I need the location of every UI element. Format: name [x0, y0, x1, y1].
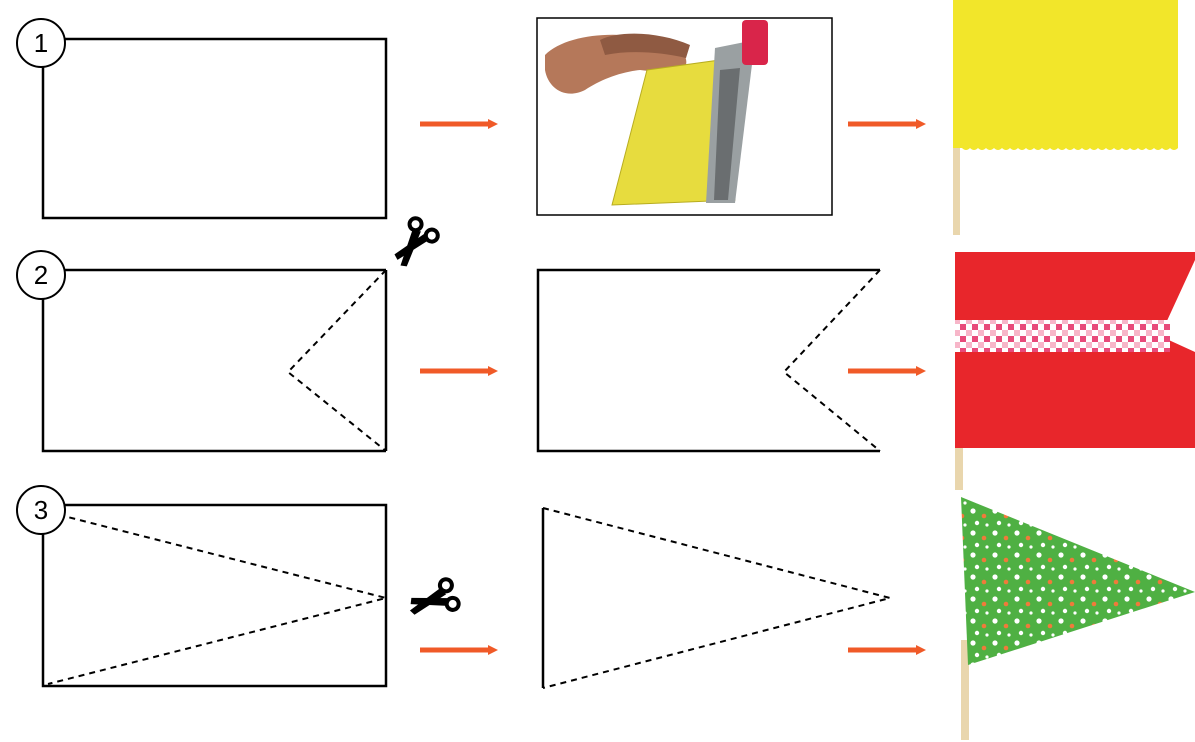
step-2-result-cut-line [782, 269, 881, 452]
step-3-paper-rectangle [41, 503, 388, 688]
step-2-number: 2 [34, 260, 48, 290]
scissors-icon [386, 212, 445, 271]
step-1-number-badge: 1 [16, 18, 66, 68]
scissors-icon [403, 566, 469, 633]
step-2-result-shape [536, 268, 880, 453]
step-1: 1 [16, 0, 1178, 235]
step-2-cut-line [286, 269, 387, 452]
yellow-flag-photo [953, 0, 1178, 235]
step-3-result-cut-line [542, 507, 894, 689]
step-3-number: 3 [34, 495, 48, 525]
step-2-number-badge: 2 [16, 250, 66, 300]
step-2: 2 [16, 250, 1195, 490]
step-1-number: 1 [34, 28, 48, 58]
red-flag-photo [955, 252, 1195, 490]
step-3-cut-line [47, 511, 387, 685]
pinking-shears-photo [536, 17, 833, 216]
step-3: 3 [16, 485, 1195, 740]
step-1-paper-rectangle [41, 37, 388, 220]
step-2-paper-outline [41, 268, 386, 453]
step-3-number-badge: 3 [16, 485, 66, 535]
green-flag-photo [961, 497, 1195, 740]
